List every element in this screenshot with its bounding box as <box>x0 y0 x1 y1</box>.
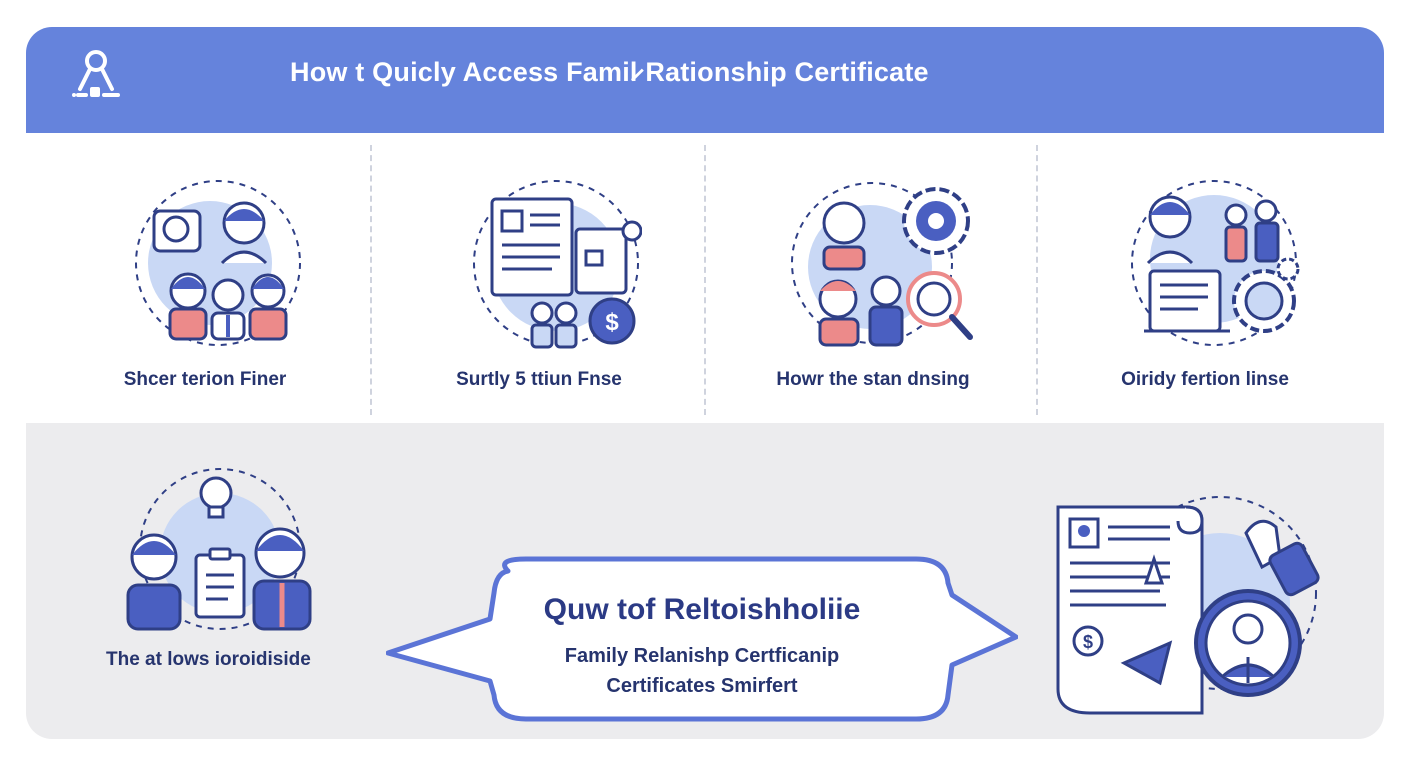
step-1: Shcer terion Finer <box>38 133 372 423</box>
divider <box>704 145 706 415</box>
bottom-panel: The at lows ioroidiside Quw tof Reltoish… <box>26 423 1384 739</box>
infographic-card: How t Quicly Access Famil̷ Rationship Ce… <box>26 27 1384 739</box>
bubble-title: Quw tof Reltoishholiie <box>543 593 861 626</box>
speech-bubble <box>386 556 1018 722</box>
svg-text:$: $ <box>605 309 619 336</box>
divider <box>1036 145 1038 415</box>
steps-row: Shcer terion Finer $ Surtly 5 tti <box>26 133 1384 423</box>
documents-payment-icon: $ <box>473 180 642 349</box>
bottom-left-label: The at lows ioroidiside <box>106 649 311 670</box>
page-title: How t Quicly Access Famil̷ Rationship Ce… <box>290 57 929 87</box>
step-4: Oiridy fertion linse <box>1038 133 1372 423</box>
step-3-label: Howr the stan dnsing <box>776 369 970 390</box>
step-3: Howr the stan dnsing <box>706 133 1040 423</box>
certificate-profile-icon: $ <box>1056 496 1320 715</box>
bubble-caption: Certificates Smirfert <box>606 675 798 697</box>
idea-clipboard-people-icon <box>126 468 312 631</box>
header-bar: How t Quicly Access Famil̷ Rationship Ce… <box>26 27 1384 133</box>
step-4-label: Oiridy fertion linse <box>1121 369 1289 390</box>
ribbon-person-icon <box>72 50 120 97</box>
certificate-settings-icon <box>1131 180 1300 346</box>
svg-text:$: $ <box>1083 632 1093 652</box>
step-2-label: Surtly 5 ttiun Fnse <box>456 369 622 390</box>
divider <box>370 145 372 415</box>
step-2: $ Surtly 5 ttiun Fnse <box>372 133 706 423</box>
gear-search-family-icon <box>791 182 973 347</box>
family-group-icon <box>135 180 301 346</box>
bubble-subtitle: Family Relanishp Certficanip <box>564 645 840 667</box>
step-1-label: Shcer terion Finer <box>123 369 287 390</box>
